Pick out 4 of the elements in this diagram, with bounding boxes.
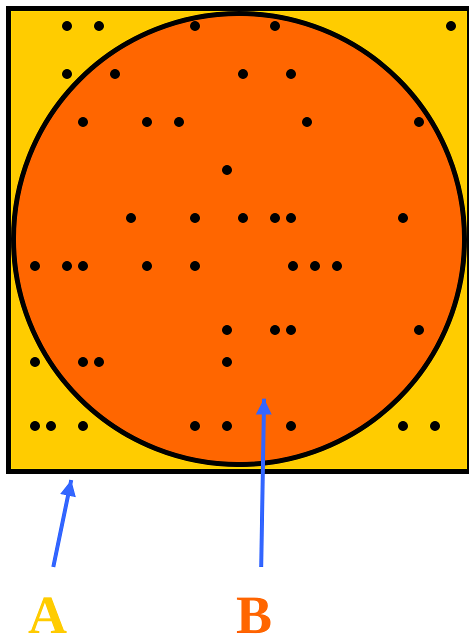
- leader-arrow: [51, 480, 76, 568]
- part-label: B: [236, 588, 278, 641]
- leader-arrow: [256, 398, 272, 568]
- part-label: A: [28, 588, 74, 641]
